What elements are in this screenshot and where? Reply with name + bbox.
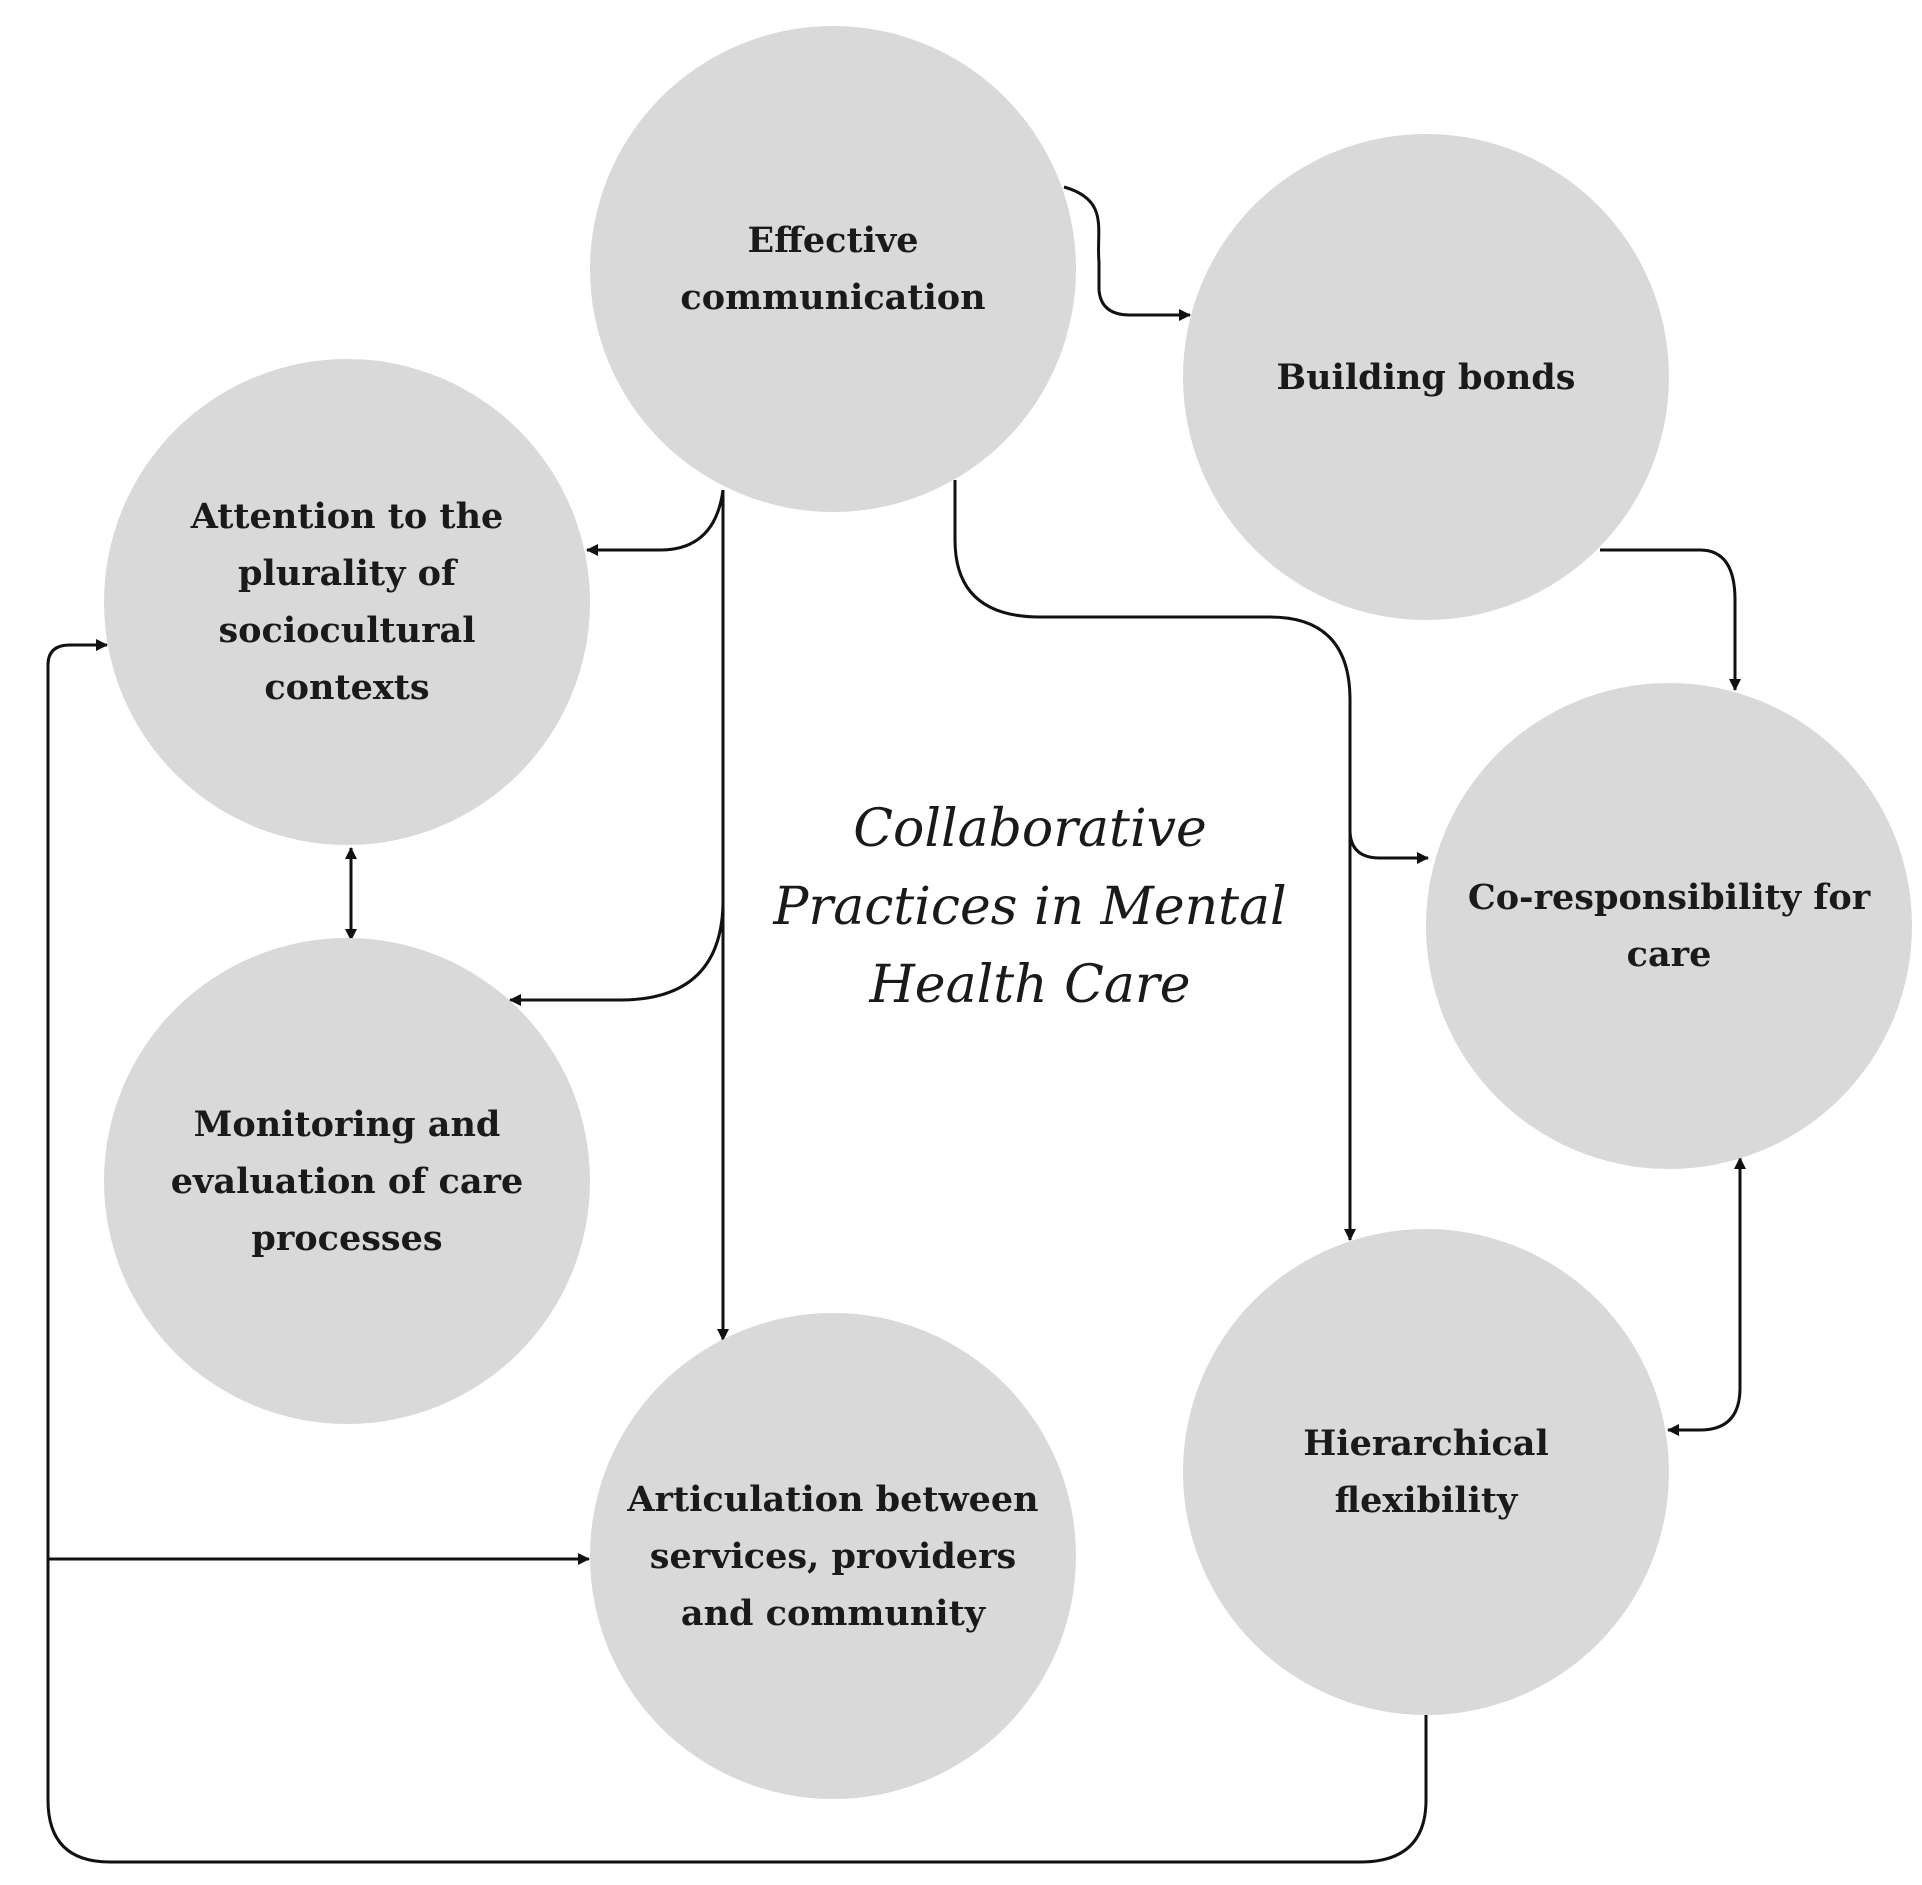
node-attention-plurality: Attention to the plurality of sociocultu… xyxy=(104,359,590,845)
edge-communication-to-bonds xyxy=(1063,185,1191,321)
node-label-hierarchical-flexibility: Hierarchical flexibility xyxy=(1303,1423,1549,1521)
edge-bonds-to-coresponsibility xyxy=(1600,548,1741,691)
edge-flexibility-loop xyxy=(46,639,1428,1864)
node-label-monitoring-evaluation: Monitoring and evaluation of care proces… xyxy=(170,1103,524,1259)
diagram-title: Collaborative Practices in Mental Health… xyxy=(773,799,1287,1015)
node-label-co-responsibility: Co-responsibility for care xyxy=(1467,877,1871,975)
node-hierarchical-flexibility: Hierarchical flexibility xyxy=(1183,1229,1669,1715)
node-label-effective-communication: Effective communication xyxy=(680,220,986,318)
node-monitoring-evaluation: Monitoring and evaluation of care proces… xyxy=(104,938,590,1424)
node-label-articulation: Articulation between services, providers… xyxy=(627,1478,1039,1634)
edge-communication-to-monitoring xyxy=(509,899,725,1006)
edge-communication-to-attention xyxy=(586,489,725,556)
node-building-bonds: Building bonds xyxy=(1183,134,1669,620)
node-articulation: Articulation between services, providers… xyxy=(590,1313,1076,1799)
node-co-responsibility: Co-responsibility for care xyxy=(1426,683,1912,1169)
node-label-building-bonds: Building bonds xyxy=(1276,356,1576,398)
edge-coresponsibility-flexibility-twoway xyxy=(1667,1157,1746,1436)
node-effective-communication: Effective communication xyxy=(590,26,1076,512)
node-label-attention-plurality: Attention to the plurality of sociocultu… xyxy=(190,496,504,708)
edge-branch-to-coresponsibility xyxy=(1348,829,1429,864)
edge-communication-to-coresponsibility-and-flexibility xyxy=(953,480,1356,1241)
